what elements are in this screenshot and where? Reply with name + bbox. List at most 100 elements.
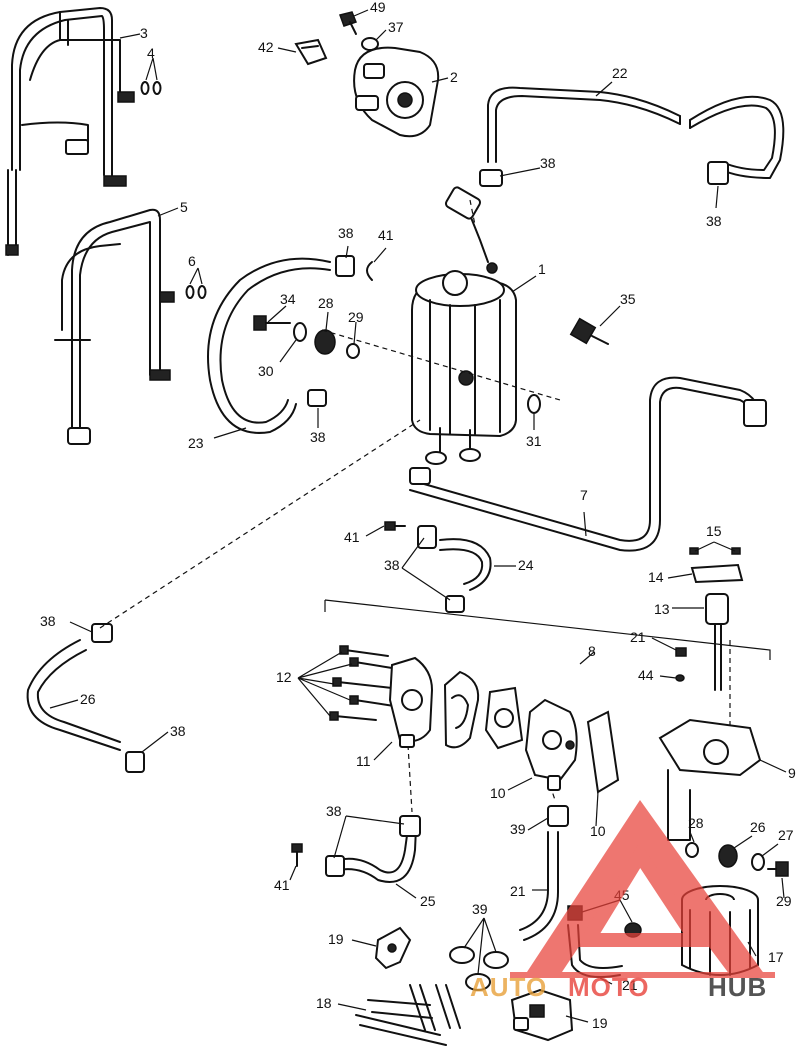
screw-16b xyxy=(731,547,741,555)
callout-26: 25 xyxy=(420,893,436,909)
clamp-39b xyxy=(449,946,475,964)
gasket-a xyxy=(443,670,480,749)
callout-30: 29 xyxy=(776,893,792,909)
watermark-text-hub: HUB xyxy=(708,972,767,1002)
callout-38-h: 38 xyxy=(326,803,342,819)
clamp-39a xyxy=(547,805,569,827)
callout-19: 19 xyxy=(592,1015,608,1031)
line-end-5 xyxy=(149,369,171,381)
clamp-39c xyxy=(483,951,509,969)
plug-44 xyxy=(675,674,685,682)
callout-1: 1 xyxy=(538,261,546,277)
callout-44: 44 xyxy=(638,667,654,683)
hose-27 xyxy=(26,639,121,751)
hose-clamp-38f xyxy=(445,595,465,613)
callout-leaders xyxy=(49,9,787,1023)
callout-22: 21 xyxy=(510,883,526,899)
fuel-line-assembly-3 xyxy=(5,7,135,256)
callout-34-b: 31 xyxy=(526,433,542,449)
callout-10: 10 xyxy=(590,823,606,839)
screws-13 xyxy=(329,645,395,721)
callout-38-c: 38 xyxy=(338,225,354,241)
callout-40: 41 xyxy=(378,227,394,243)
grommet-32 xyxy=(314,329,336,355)
callout-34-a: 30 xyxy=(258,363,274,379)
callout-39-a: 39 xyxy=(510,821,526,837)
tubes-18 xyxy=(355,984,461,1046)
fitting-5a xyxy=(67,427,91,445)
callout-25: 23 xyxy=(188,435,204,451)
callout-42: 42 xyxy=(258,39,274,55)
callout-36: 35 xyxy=(620,291,636,307)
callout-8: 8 xyxy=(588,643,596,659)
callout-24: 22 xyxy=(612,65,628,81)
callout-17: 17 xyxy=(768,949,784,965)
group-bracket-8 xyxy=(324,599,771,660)
screw-41b xyxy=(291,843,303,867)
screw-49 xyxy=(339,11,357,35)
o-rings-6 xyxy=(185,285,207,299)
callout-49: 49 xyxy=(370,0,386,15)
hose-clamp-38a xyxy=(479,169,503,187)
plate-10 xyxy=(586,710,620,794)
bracket-20 xyxy=(374,926,412,970)
callout-28: 26 xyxy=(750,819,766,835)
pump-19 xyxy=(510,988,574,1042)
hose-7-end xyxy=(409,467,431,485)
callout-21-b: 21 xyxy=(622,977,638,993)
hose-25 xyxy=(207,257,331,434)
callout-38-b: 38 xyxy=(706,213,722,229)
callout-3: 3 xyxy=(140,25,148,41)
callout-23: 24 xyxy=(518,557,534,573)
hose-clamp-38g xyxy=(91,623,113,643)
callout-38-e: 38 xyxy=(384,557,400,573)
fuel-line-assembly-5 xyxy=(54,208,175,445)
callout-41-b: 41 xyxy=(274,877,290,893)
diaphragm-b xyxy=(484,686,524,750)
line-end-5b xyxy=(159,291,175,303)
callout-32: 28 xyxy=(318,295,334,311)
callout-6: 6 xyxy=(188,253,196,269)
line-end-3c xyxy=(117,91,135,103)
hose-clamp-38e xyxy=(417,525,437,549)
callout-27: 26 xyxy=(80,691,96,707)
hose-clamp-38d xyxy=(307,389,327,407)
callout-31: 28 xyxy=(688,815,704,831)
hose-23 xyxy=(439,538,492,591)
callout-9: 9 xyxy=(788,765,796,781)
screw-21a xyxy=(675,647,687,657)
callout-38-d: 38 xyxy=(310,429,326,445)
automotohub-watermark-logo xyxy=(510,800,775,978)
o-rings-4 xyxy=(140,81,162,95)
callout-2: 2 xyxy=(450,69,458,85)
callout-5: 5 xyxy=(180,199,188,215)
hose-22 xyxy=(519,831,559,941)
washer-37 xyxy=(361,37,379,51)
bolt-35 xyxy=(253,315,291,331)
hose-clamp-38i xyxy=(399,815,421,837)
callout-29: 27 xyxy=(778,827,794,843)
washer-34a xyxy=(293,322,307,342)
callout-33: 29 xyxy=(348,309,364,325)
callout-38-g: 38 xyxy=(170,723,186,739)
callout-11: 10 xyxy=(490,785,506,801)
spacer-33 xyxy=(346,343,360,359)
callout-13: 12 xyxy=(276,669,292,685)
hose-clamp-38b xyxy=(707,161,729,185)
hose-clamp-38c xyxy=(335,255,355,277)
callout-35: 34 xyxy=(280,291,296,307)
sensor-14 xyxy=(705,593,729,691)
hose-7-fitting xyxy=(743,399,767,427)
watermark-text-moto: MOTO xyxy=(568,972,650,1002)
hose-clamp-38h xyxy=(125,751,145,773)
washer-34b xyxy=(527,394,541,414)
callout-38-f: 38 xyxy=(40,613,56,629)
callout-41-a: 41 xyxy=(344,529,360,545)
hose-24 xyxy=(487,86,785,179)
filter-bracket-9 xyxy=(658,718,762,841)
callout-7: 7 xyxy=(580,487,588,503)
hose-clamp-38j xyxy=(325,855,345,877)
callout-18: 18 xyxy=(316,995,332,1011)
gasket-a-inner xyxy=(451,694,469,729)
